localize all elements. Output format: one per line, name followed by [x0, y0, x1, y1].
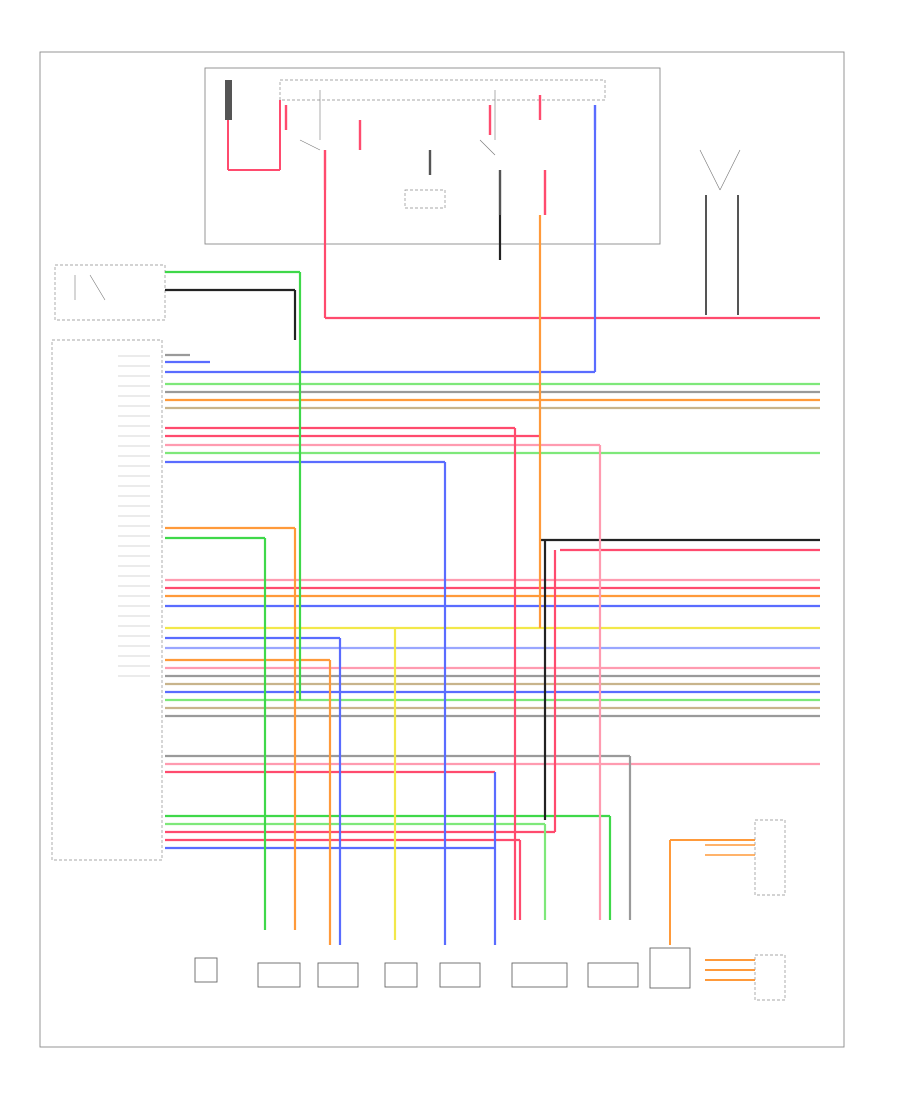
component-sensor-h — [649, 947, 691, 989]
component-sensor-f — [511, 962, 568, 988]
relay-switch-2 — [479, 90, 496, 156]
page-frame — [39, 51, 845, 1048]
fuse-relay-box — [204, 67, 661, 245]
relay-switch-1 — [299, 90, 321, 151]
ecm-pin-list — [118, 355, 150, 677]
component-row — [194, 947, 691, 989]
relay-coil — [404, 189, 446, 209]
right-connector-top — [669, 819, 786, 945]
right-fuse-stub — [699, 149, 741, 315]
component-sensor-e — [439, 962, 481, 988]
right-connector-bottom — [705, 954, 786, 1001]
fuse-element — [225, 80, 232, 120]
wire-harness — [165, 130, 820, 945]
main-relay — [54, 264, 166, 321]
component-sensor-d — [384, 962, 418, 988]
component-sensor-c — [317, 962, 359, 988]
component-sensor-b — [257, 962, 301, 988]
component-sensor-a — [194, 957, 218, 983]
ecm-module — [51, 339, 163, 861]
component-sensor-g — [587, 962, 639, 988]
